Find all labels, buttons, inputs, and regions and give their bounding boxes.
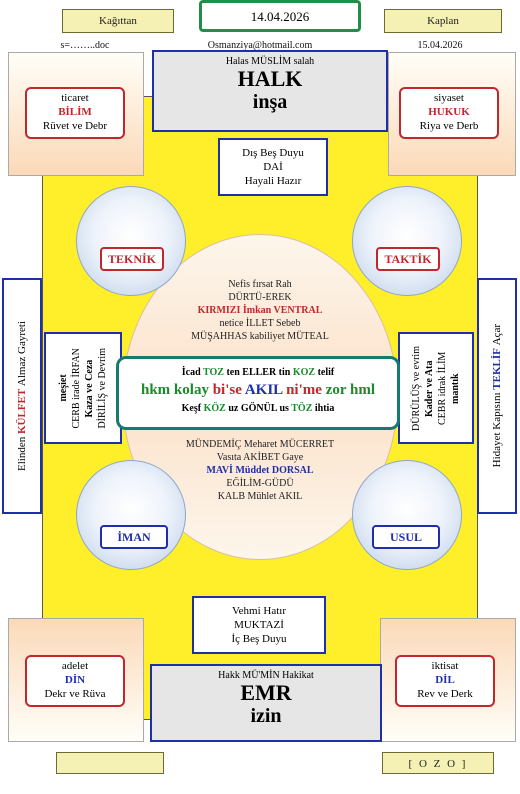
corner-top-right-l1: siyaset (434, 92, 464, 104)
corner-bottom-left-l3: Dekr ve Rüva (44, 687, 106, 700)
right-inner-box: DÜRÜLÜŞ ve evrim Kader ve Ata CEBR idrak… (398, 332, 474, 444)
label-taktik: TAKTİK (376, 247, 440, 271)
lower-text: MÜNDEMİÇ Meharet MÜCERRET Vasıta AKİBET … (160, 438, 360, 503)
upper-text-l3: KIRMIZI İmkan VENTRAL (197, 305, 323, 316)
right-inner-text: DÜRÜLÜŞ ve evrim Kader ve Ata CEBR idrak… (410, 346, 462, 431)
right-inner-l2: Kader ve Ata (424, 359, 435, 417)
circle-br (352, 460, 462, 570)
left-inner-box: meşiet CERB irade İRFAN Kaza ve Ceza DİR… (44, 332, 122, 444)
label-teknik: TEKNİK (100, 247, 164, 271)
left-inner-l3: Kaza ve Ceza (84, 359, 95, 417)
corner-bottom-left-l2: DİN (64, 673, 86, 686)
center-box: İcad TOZ ten ELLER tin KOZ telif hkm kol… (116, 356, 400, 430)
left-outer-box: Elinden KÜLFET Almaz Gayreti (2, 278, 42, 514)
center-row-2: hkm kolay bi'se AKIL ni'me zor hml (141, 382, 375, 398)
lower-box: Vehmi Hatır MUKTAZİ İç Beş Duyu (192, 596, 326, 654)
bottom-block: Hakk MÜ'MİN Hakikat EMR izin (150, 664, 382, 742)
footer-ribbon-right: [ O Z O ] (382, 752, 494, 774)
corner-top-left-label: ticaret BİLİM Rüvet ve Debr (25, 87, 125, 139)
top-block: Halas MÜSLİM salah HALK inşa (152, 50, 388, 132)
corner-bottom-right-l1: iktisat (431, 660, 459, 672)
corner-bottom-right-l3: Rev ve Derk (417, 687, 473, 700)
footer-ribbon-left (56, 752, 164, 774)
left-inner-text: meşiet CERB irade İRFAN Kaza ve Ceza DİR… (57, 348, 109, 429)
lower-box-l3: İç Beş Duyu (231, 633, 287, 645)
corner-top-left-l2: BİLİM (58, 105, 92, 118)
upper-text-l5: MÜŞAHHAS kabiliyet MÜTEAL (191, 331, 329, 342)
top-block-subtitle: inşa (252, 91, 288, 113)
corner-top-right-l3: Riya ve Derb (419, 119, 479, 132)
date-box: 14.04.2026 (199, 0, 361, 32)
lower-box-l2: MUKTAZİ (234, 619, 284, 631)
corner-bottom-left-label: adelet DİN Dekr ve Rüva (25, 655, 125, 707)
corner-top-left: ticaret BİLİM Rüvet ve Debr (8, 52, 144, 176)
left-inner-l2: CERB irade İRFAN (71, 347, 82, 429)
top-block-line: Halas MÜSLİM salah (225, 56, 315, 67)
right-inner-l1: DÜRÜLÜŞ ve evrim (411, 345, 422, 431)
upper-text-l4: netice İLLET Sebeb (219, 318, 301, 329)
circle-tl (76, 186, 186, 296)
filename-label: s=……..doc (60, 40, 110, 51)
corner-bottom-left: adelet DİN Dekr ve Rüva (8, 618, 144, 742)
right-inner-l4: mantık (450, 372, 461, 404)
corner-bottom-right-l2: DİL (435, 673, 455, 686)
upper-box-l1: Dış Beş Duyu (242, 147, 304, 159)
email-label: Osmanziya@hotmail.com (207, 40, 313, 51)
top-block-title: HALK (237, 66, 303, 91)
left-inner-l1: meşiet (58, 374, 69, 402)
lower-box-l1: Vehmi Hatır (231, 605, 287, 617)
ribbon-left: Kağıttan (62, 9, 174, 33)
lower-text-l4: EĞİLİM-GÜDÜ (226, 478, 294, 489)
circle-bl (76, 460, 186, 570)
corner-bottom-right-label: iktisat DİL Rev ve Derk (395, 655, 495, 707)
label-iman: İMAN (100, 525, 168, 549)
ribbon-right: Kaplan (384, 9, 502, 33)
circle-tr (352, 186, 462, 296)
bottom-block-line: Hakk MÜ'MİN Hakikat (218, 670, 314, 681)
upper-box: Dış Beş Duyu DAİ Hayali Hazır (218, 138, 328, 196)
right-outer-box: Hidayet Kapısını TEKLİF Açar (477, 278, 517, 514)
center-row-3: Keşf KÖZ uz GÖNÜL us TÖZ ihtia (181, 403, 335, 414)
bottom-block-title: EMR (240, 680, 292, 705)
corner-top-right: siyaset HUKUK Riya ve Derb (388, 52, 516, 176)
corner-bottom-right: iktisat DİL Rev ve Derk (380, 618, 516, 742)
right-outer-text: Hidayet Kapısını TEKLİF Açar (491, 324, 503, 468)
lower-text-l1: MÜNDEMİÇ Meharet MÜCERRET (185, 439, 335, 450)
upper-text-l2: DÜRTÜ-EREK (228, 292, 292, 303)
label-usul: USUL (372, 525, 440, 549)
lower-text-l2: Vasıta AKİBET Gaye (216, 452, 304, 463)
left-outer-text: Elinden KÜLFET Almaz Gayreti (16, 320, 28, 471)
upper-text-l1: Nefis fırsat Rah (228, 279, 292, 290)
right-inner-l3: CEBR idrak İLİM (437, 351, 448, 425)
date-sub-label: 15.04.2026 (417, 40, 463, 51)
lower-text-l5: KALB Mühlet AKIL (217, 491, 303, 502)
lower-text-l3: MAVİ Müddet DORSAL (206, 465, 314, 476)
corner-top-right-label: siyaset HUKUK Riya ve Derb (399, 87, 499, 139)
bottom-block-subtitle: izin (250, 705, 282, 727)
upper-text: Nefis fırsat Rah DÜRTÜ-EREK KIRMIZI İmka… (170, 278, 350, 343)
left-inner-l4: DİRİLİŞ ve Devrim (97, 347, 108, 429)
upper-box-l2: DAİ (263, 161, 283, 173)
center-row-1: İcad TOZ ten ELLER tin KOZ telif (181, 367, 335, 378)
corner-bottom-left-l1: adelet (61, 660, 89, 672)
corner-top-right-l2: HUKUK (428, 105, 470, 118)
upper-box-l3: Hayali Hazır (244, 175, 302, 187)
corner-top-left-l3: Rüvet ve Debr (42, 119, 108, 132)
corner-top-left-l1: ticaret (61, 92, 89, 104)
